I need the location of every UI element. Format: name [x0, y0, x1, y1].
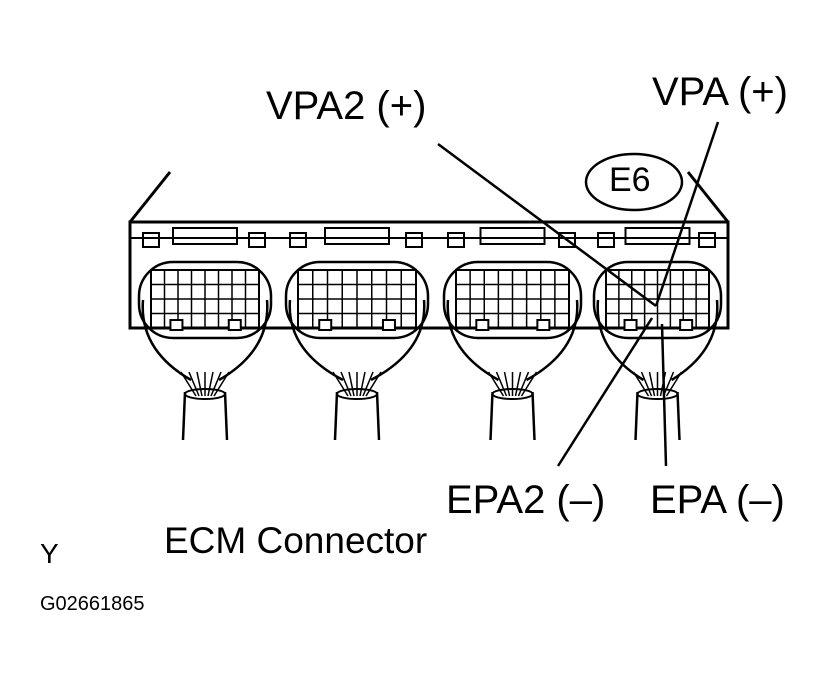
connector-block [592, 227, 723, 441]
connector-blocks [137, 227, 723, 441]
leader-vpa [654, 121, 720, 307]
leader-epa [660, 323, 668, 467]
connector-block [284, 227, 430, 441]
connector-block [442, 227, 583, 441]
leader-epa2 [556, 317, 654, 467]
housing-top-left-bevel [128, 171, 172, 223]
figure-code: G02661865 [40, 593, 145, 615]
connector-id-ellipse [584, 152, 684, 212]
view-letter: Y [40, 538, 59, 569]
vpa2-label: VPA2 (+) [266, 84, 427, 128]
epa-label: EPA (–) [650, 478, 785, 522]
diagram-title: ECM Connector [164, 520, 428, 561]
vpa-label: VPA (+) [652, 70, 788, 114]
leader-vpa2 [437, 142, 657, 308]
housing-top-right-bevel [686, 171, 730, 223]
connector-block [137, 227, 273, 441]
connector-housing [128, 220, 730, 330]
epa2-label: EPA2 (–) [446, 478, 606, 522]
connector-id-label: E6 [609, 161, 651, 199]
